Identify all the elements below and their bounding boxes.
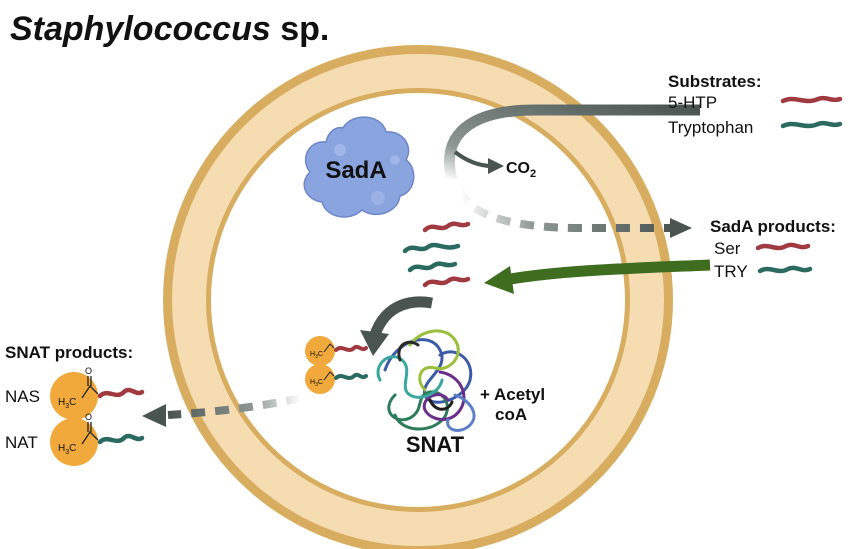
oxygen-label: O: [85, 412, 92, 422]
cofactor-line2: coA: [495, 405, 527, 424]
snat-label: SNAT: [406, 432, 465, 457]
snat-product-nat-label: NAT: [5, 433, 38, 452]
try-squiggle-icon: [757, 265, 813, 274]
nat-molecule-icon: H3C O: [50, 412, 145, 466]
sada-products-arrowhead: [670, 218, 692, 238]
squiggle-teal: [407, 261, 458, 273]
co2-label: CO2: [506, 160, 536, 180]
sada-products-uptake-arrow: [484, 259, 711, 294]
snat-products-legend: SNAT products: NAS NAT H3C O H3C O: [5, 343, 145, 466]
co2-arrowhead: [488, 158, 504, 174]
snat-enzyme-icon: [376, 329, 476, 432]
acetyl-nat-small: H3C: [305, 364, 368, 394]
tryptophan-squiggle-icon: [780, 120, 843, 129]
substrate-5htp-label: 5-HTP: [668, 93, 717, 112]
substrates-heading: Substrates:: [668, 72, 762, 91]
cofactor-line1: + Acetyl: [480, 385, 545, 404]
sada-product-try-label: TRY: [714, 262, 748, 281]
sada-label: SadA: [325, 157, 386, 184]
ser-squiggle-icon: [755, 242, 811, 251]
substrate-tryptophan-label: Tryptophan: [668, 118, 753, 137]
snat-export-arrow: [142, 394, 301, 427]
substrates-legend: Substrates: 5-HTP Tryptophan: [668, 72, 843, 137]
acetyl-nas-small: H3C: [305, 336, 368, 366]
oxygen-label: O: [85, 366, 92, 376]
acetyl-group-label: H3C: [310, 351, 323, 360]
snat-products-heading: SNAT products:: [5, 343, 133, 362]
squiggle-red: [422, 221, 471, 233]
substrate-uptake-arrow: [443, 104, 700, 238]
acetyl-group-label: H3C: [310, 379, 323, 388]
5htp-squiggle-icon: [780, 95, 843, 104]
acetyl-group-label: H3C: [58, 397, 76, 410]
sada-products-heading: SadA products:: [710, 217, 836, 236]
page-title: Staphylococcus sp.: [10, 10, 329, 48]
nas-molecule-icon: H3C O: [50, 366, 145, 420]
sada-product-ser-label: Ser: [714, 239, 741, 258]
squiggle-teal: [402, 242, 461, 254]
intracellular-molecules: [402, 221, 471, 288]
snat-reaction-arrow: [360, 296, 433, 356]
sada-enzyme-icon: SadA: [303, 116, 415, 218]
acetyl-group-label: H3C: [58, 443, 76, 456]
squiggle-red: [422, 276, 471, 288]
sada-products-legend: SadA products: Ser TRY: [710, 217, 836, 281]
snat-product-nas-label: NAS: [5, 387, 40, 406]
intracellular-acetyl-products: H3C H3C: [305, 336, 368, 394]
